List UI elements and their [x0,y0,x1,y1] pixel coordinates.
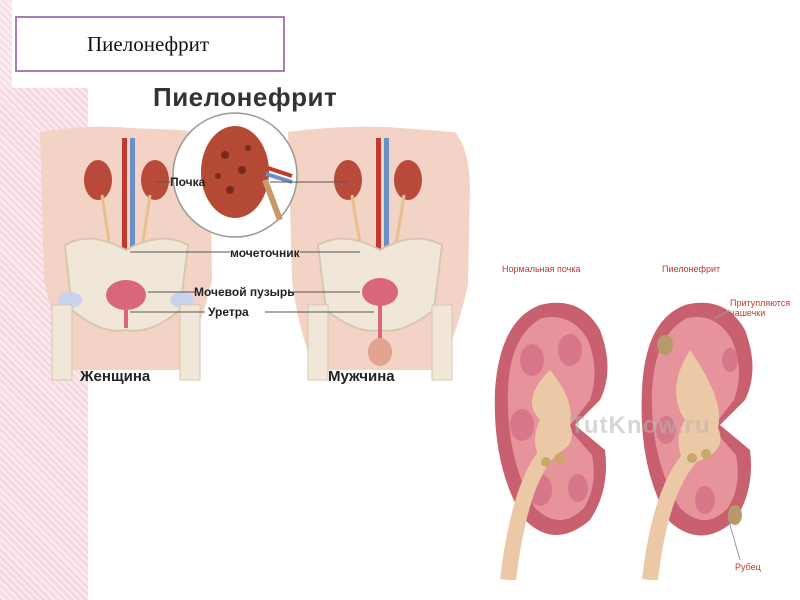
caption-normal-kidney: Нормальная почка [502,264,581,274]
label-urethra: Уретра [208,305,249,319]
figure-heading: Пиелонефрит [153,82,338,112]
kidney-sections-drawing [494,302,753,581]
label-ureter: мочеточник [230,246,300,260]
kidney-section-illustration: Нормальная почка Пиелонефрит Притупляютс… [480,250,790,581]
anatomy-drawing [40,112,470,381]
label-bladder: Мочевой пузырь [194,285,295,299]
caption-pyelonephritis: Пиелонефрит [662,264,721,274]
slide-title: Пиелонефрит [87,31,210,56]
label-scar: Рубец [735,562,761,572]
label-calyces: Притупляются чашечки [730,298,791,318]
slide-title-box: Пиелонефрит [15,16,285,72]
label-kidney: Почка [170,175,206,189]
watermark-text: TutKnow.ru [570,412,711,439]
urinary-system-illustration: Пиелонефрит Почка мочеточник Мочевой пуз… [30,80,482,392]
label-male: Мужчина [328,368,395,385]
label-female: Женщина [80,368,151,385]
